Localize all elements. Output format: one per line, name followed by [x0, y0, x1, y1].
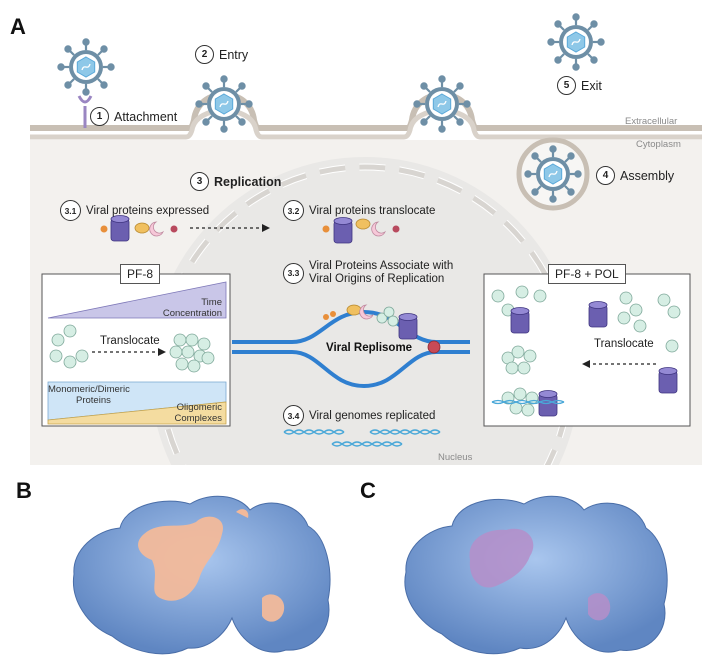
- step-number: 3: [190, 172, 209, 191]
- pol-translocate-label: Translocate: [594, 338, 654, 350]
- monomeric-line2: Proteins: [76, 395, 111, 406]
- step-label: Viral genomes replicated: [309, 409, 436, 422]
- step-3-3: 3.3 Viral Proteins Associate with Viral …: [283, 260, 453, 286]
- monomeric-label: Monomeric/Dimeric Proteins: [48, 384, 130, 406]
- step-3-3-line2: Viral Origins of Replication: [309, 273, 445, 285]
- step-number: 4: [596, 166, 615, 185]
- virus-entry: [195, 75, 253, 133]
- replisome-proteins: [323, 304, 441, 354]
- panel-letter-c: C: [360, 478, 376, 503]
- step-label: Entry: [219, 47, 249, 62]
- oligomeric-wedge: [47, 401, 227, 425]
- time-concentration-wedge: [47, 281, 227, 319]
- replisome-label: Viral Replisome: [326, 342, 413, 354]
- cytoplasm-label: Cytoplasm: [636, 139, 681, 150]
- step-3-1: 3.1 Viral proteins expressed: [60, 200, 209, 221]
- step-number: 3.1: [60, 200, 81, 221]
- virus-attachment: [57, 38, 115, 96]
- monomeric-line1: Monomeric/Dimeric: [48, 384, 130, 395]
- step-attachment: 1 Attachment: [90, 107, 177, 126]
- step-replication: 3 Replication: [190, 172, 281, 191]
- pf8-title: PF-8: [120, 264, 161, 284]
- oligomeric-label: Oligomeric Complexes: [150, 402, 222, 424]
- panel-c-protein-surface: [404, 495, 668, 655]
- step-3-2: 3.2 Viral proteins translocate: [283, 200, 435, 221]
- step-3-3-line1: Viral Proteins Associate with: [309, 260, 454, 272]
- time-concentration-label: Time Concentration: [150, 297, 222, 319]
- panel-letter-a: A: [10, 14, 26, 39]
- step-number: 2: [195, 45, 214, 64]
- panel-letter-b: B: [16, 478, 32, 503]
- plasma-membrane-inner: [30, 108, 702, 140]
- step-entry: 2 Entry: [195, 45, 248, 64]
- step-number: 3.3: [283, 262, 304, 284]
- panel-b-protein-surface: [72, 495, 331, 655]
- step-label: Exit: [581, 78, 602, 93]
- nucleus-label: Nucleus: [438, 452, 473, 463]
- step-number: 3.2: [283, 200, 304, 221]
- oligomeric-line1: Oligomeric: [176, 402, 222, 413]
- step-label: Attachment: [114, 109, 178, 124]
- replicated-genomes: [283, 429, 441, 447]
- step-number: 1: [90, 107, 109, 126]
- pf8-translocate-label: Translocate: [100, 335, 160, 347]
- concentration-label: Concentration: [162, 308, 222, 319]
- step-number: 5: [557, 76, 576, 95]
- step-label: Viral proteins translocate: [309, 204, 436, 217]
- step-number: 3.4: [283, 405, 304, 426]
- virus-budding: [413, 75, 471, 133]
- step-label: Viral proteins expressed: [86, 204, 210, 217]
- step-assembly: 4 Assembly: [596, 166, 674, 185]
- pf8-pol-proteins: [491, 285, 681, 417]
- viral-proteins-expressed: [100, 215, 178, 242]
- step-label: Replication: [214, 174, 282, 189]
- step-3-4: 3.4 Viral genomes replicated: [283, 405, 435, 426]
- step-label: Viral Proteins Associate with Viral Orig…: [309, 260, 453, 286]
- step-label: Assembly: [620, 168, 675, 183]
- viral-proteins-translocated: [322, 217, 400, 244]
- extracellular-label: Extracellular: [625, 116, 678, 127]
- virus-exit: [547, 13, 605, 71]
- step-exit: 5 Exit: [557, 76, 602, 95]
- oligomeric-line2: Complexes: [174, 413, 222, 424]
- pf8-pol-title: PF-8 + POL: [548, 264, 626, 284]
- time-label: Time: [201, 297, 222, 308]
- virus-assembly: [524, 145, 582, 203]
